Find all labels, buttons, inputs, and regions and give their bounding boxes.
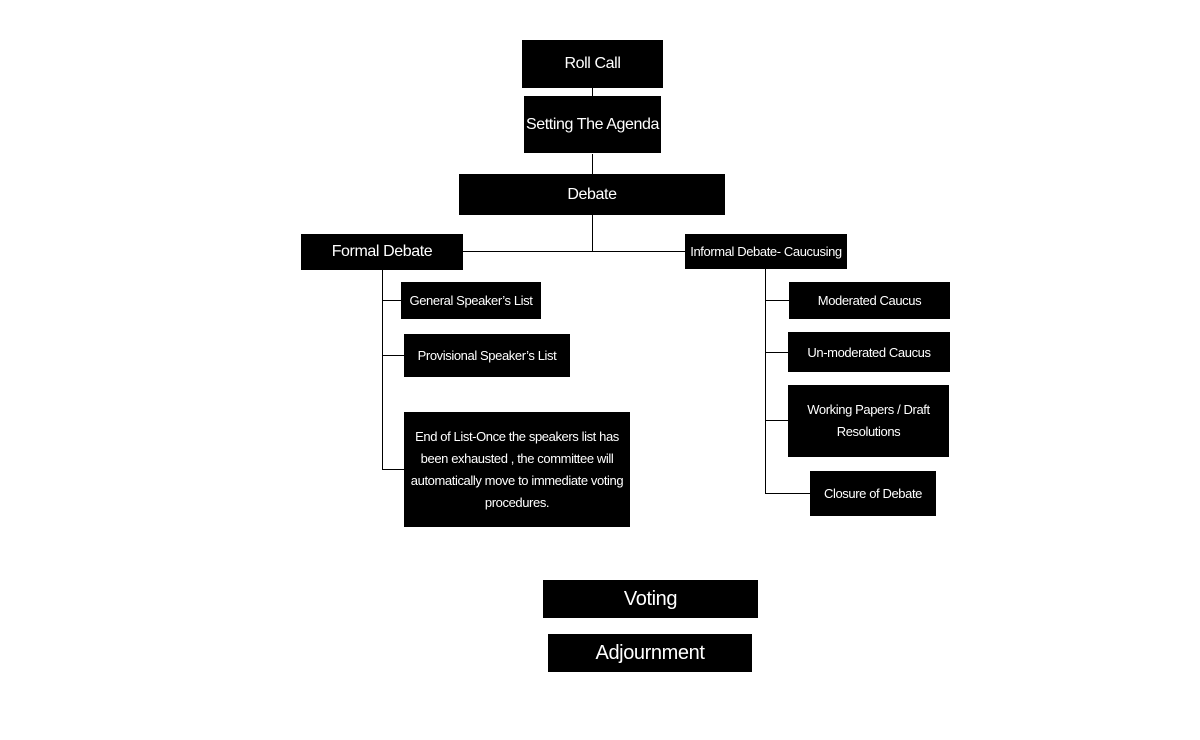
voting-box: Voting	[543, 580, 758, 618]
roll-call-box: Roll Call	[522, 40, 663, 88]
closure-of-debate-box: Closure of Debate	[810, 471, 936, 516]
connector-informal-branch-4	[765, 493, 810, 494]
formal-debate-box: Formal Debate	[301, 234, 463, 270]
moderated-caucus-box: Moderated Caucus	[789, 282, 950, 319]
connector-formal-branch-3	[382, 469, 404, 470]
working-papers-label: Working Papers / Draft Resolutions	[807, 402, 930, 439]
setting-agenda-label: Setting The Agenda	[525, 115, 660, 133]
general-speakers-list-label: General Speaker’s List	[409, 293, 533, 308]
connector-informal-trunk	[765, 269, 766, 493]
voting-label: Voting	[623, 587, 678, 610]
roll-call-label: Roll Call	[564, 55, 621, 72]
informal-debate-box: Informal Debate- Caucusing	[685, 234, 847, 269]
provisional-speakers-list-label: Provisional Speaker’s List	[417, 348, 557, 363]
general-speakers-list-box: General Speaker’s List	[401, 282, 541, 319]
adjournment-box: Adjournment	[548, 634, 752, 672]
debate-label: Debate	[567, 185, 617, 203]
connector-formal-branch-2	[382, 355, 404, 356]
moderated-caucus-label: Moderated Caucus	[817, 293, 922, 308]
provisional-speakers-list-box: Provisional Speaker’s List	[404, 334, 570, 377]
connector-debate-branch	[463, 251, 685, 252]
connector-informal-branch-2	[765, 352, 788, 353]
unmoderated-caucus-box: Un-moderated Caucus	[788, 332, 950, 372]
end-of-list-box: End of List-Once the speakers list has b…	[404, 412, 630, 527]
formal-debate-label: Formal Debate	[331, 243, 433, 260]
connector-debate-down	[592, 215, 593, 251]
setting-agenda-box: Setting The Agenda	[524, 96, 661, 153]
connector-formal-branch-1	[382, 300, 401, 301]
informal-debate-label: Informal Debate- Caucusing	[690, 244, 842, 259]
adjournment-label: Adjournment	[595, 641, 705, 664]
unmoderated-caucus-label: Un-moderated Caucus	[807, 344, 931, 360]
closure-of-debate-label: Closure of Debate	[824, 486, 922, 501]
debate-box: Debate	[459, 174, 725, 215]
connector-informal-branch-3	[765, 420, 788, 421]
connector-formal-trunk	[382, 270, 383, 470]
connector-roll-call-to-agenda	[592, 88, 593, 96]
connector-agenda-to-debate	[592, 154, 593, 174]
end-of-list-label: End of List-Once the speakers list has b…	[410, 428, 624, 510]
working-papers-box: Working Papers / Draft Resolutions	[788, 385, 949, 457]
connector-informal-branch-1	[765, 300, 789, 301]
